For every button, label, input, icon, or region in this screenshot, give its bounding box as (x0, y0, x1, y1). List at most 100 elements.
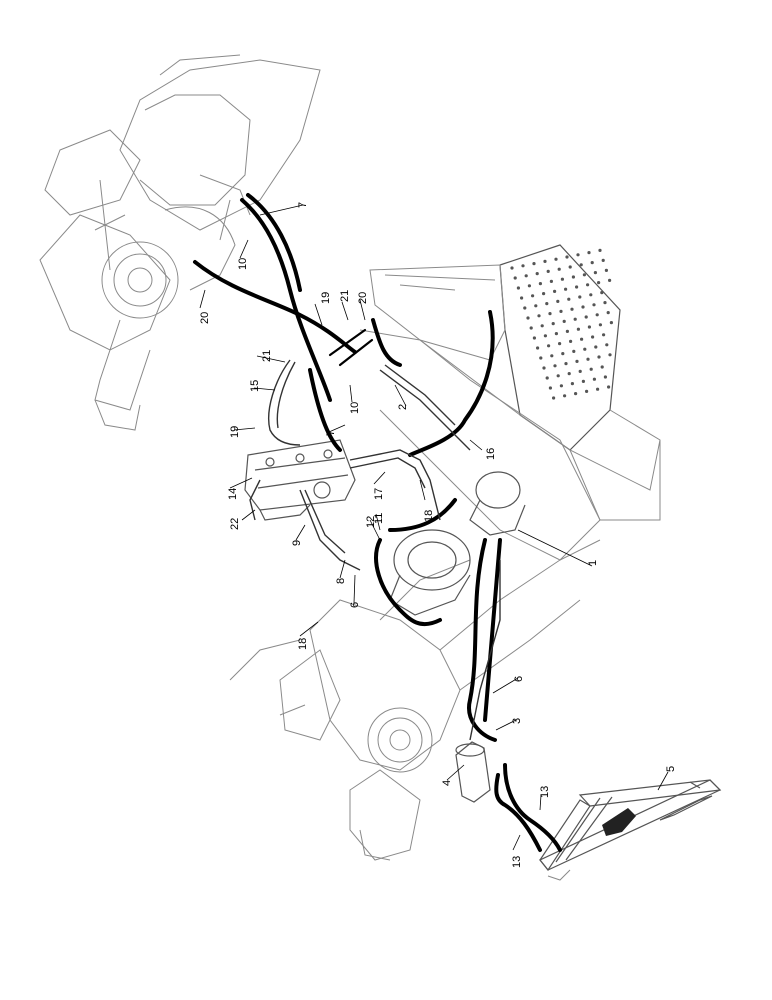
grille-hole (520, 296, 524, 300)
grille-hole (607, 385, 611, 389)
grille-hole (570, 307, 574, 311)
grille-hole (551, 322, 555, 326)
grille-hole (562, 319, 566, 323)
grille-hole (521, 264, 525, 268)
grille-hole (609, 321, 614, 325)
hydrostatic-pump (389, 471, 526, 616)
grille-hole (587, 325, 592, 329)
grille-hole (557, 267, 561, 271)
grille-hole (608, 278, 612, 282)
hydraulic-hoses (193, 193, 562, 852)
grille-hole (548, 386, 553, 390)
grille-hole (550, 354, 554, 358)
callout-13a: 13 (539, 786, 551, 798)
grille-hole (543, 259, 547, 263)
grille-hole (565, 329, 570, 333)
callout-7a: 7 (297, 202, 309, 208)
grille-hole (567, 297, 571, 301)
grille-hole (596, 387, 600, 391)
grille-hole (575, 285, 579, 289)
callout-18b: 18 (297, 638, 309, 650)
grille-hole (590, 261, 594, 265)
callout-19a: 19 (229, 426, 241, 438)
callout-13b: 13 (511, 856, 523, 868)
grille-hole (540, 324, 544, 328)
rear-axle-assembly (39, 54, 321, 431)
grille-hole (597, 281, 601, 285)
callout-6b: 6 (513, 676, 525, 682)
grille-hole (569, 339, 573, 343)
grille-hole (560, 277, 565, 281)
callout-20a: 20 (199, 312, 211, 324)
callout-10b: 10 (349, 402, 361, 414)
grille-hole (606, 311, 610, 315)
grille-hole (537, 314, 541, 318)
grille-hole (549, 279, 554, 283)
grille-hole (510, 266, 514, 270)
grille-hole (593, 271, 598, 275)
grille-hole (605, 343, 609, 347)
grille-hole (548, 312, 552, 316)
grille-hole (582, 273, 587, 277)
grille-hole (542, 366, 546, 370)
grille-hole (589, 293, 593, 297)
grille-hole (524, 274, 528, 278)
grille-hole (559, 384, 564, 388)
grille-hole (600, 291, 604, 295)
grille-hole (578, 369, 582, 373)
grille-hole (580, 337, 584, 341)
grille-hole (601, 258, 605, 262)
grille-hole (545, 302, 549, 306)
callout-7b: 7 (325, 430, 337, 436)
grille-hole (603, 375, 608, 379)
grille-hole (579, 263, 583, 267)
callout-12: 12 (365, 516, 377, 528)
callout-4: 4 (441, 780, 453, 786)
grille-hole (554, 332, 559, 336)
grille-hole (526, 316, 530, 320)
grille-hole (529, 326, 533, 330)
callout-20b: 20 (357, 292, 369, 304)
grille-hole (604, 268, 609, 272)
grille-hole (552, 396, 556, 400)
grille-hole (603, 301, 607, 305)
callout-5: 5 (665, 766, 677, 772)
callout-17: 17 (373, 488, 385, 500)
grille-hole (554, 257, 558, 261)
grille-hole (576, 253, 580, 257)
grille-hole (545, 376, 549, 380)
grille-hole (531, 294, 535, 298)
grille-hole (597, 355, 601, 359)
grille-hole (591, 335, 595, 339)
grille-hole (553, 289, 557, 293)
grille-hole (576, 327, 581, 331)
callout-14: 14 (227, 488, 239, 500)
grille-hole (592, 303, 596, 307)
grille-hole (587, 251, 591, 255)
callout-19b: 19 (320, 292, 332, 304)
grille-hole (546, 269, 550, 273)
grille-hole (571, 275, 576, 279)
grille-hole (585, 389, 589, 393)
hydraulic-filter (455, 741, 491, 803)
callout-1: 1 (587, 560, 599, 566)
callout-11: 11 (373, 513, 385, 524)
grille-hole (513, 276, 517, 280)
grille-hole (574, 392, 578, 396)
grille-hole (523, 306, 527, 310)
control-valve-block (244, 439, 356, 521)
grille-hole (586, 283, 590, 287)
grille-hole (559, 309, 563, 313)
front-axle-assembly (229, 539, 601, 861)
grille-hole (570, 382, 575, 386)
grille-hole (563, 394, 567, 398)
callout-9: 9 (291, 540, 303, 546)
grille-hole (583, 347, 587, 351)
grille-hole (608, 353, 612, 357)
callout-21b: 21 (339, 290, 351, 302)
grille-hole (586, 357, 590, 361)
grille-hole (547, 344, 551, 348)
callout-22: 22 (229, 518, 241, 530)
grille-hole (565, 255, 569, 259)
